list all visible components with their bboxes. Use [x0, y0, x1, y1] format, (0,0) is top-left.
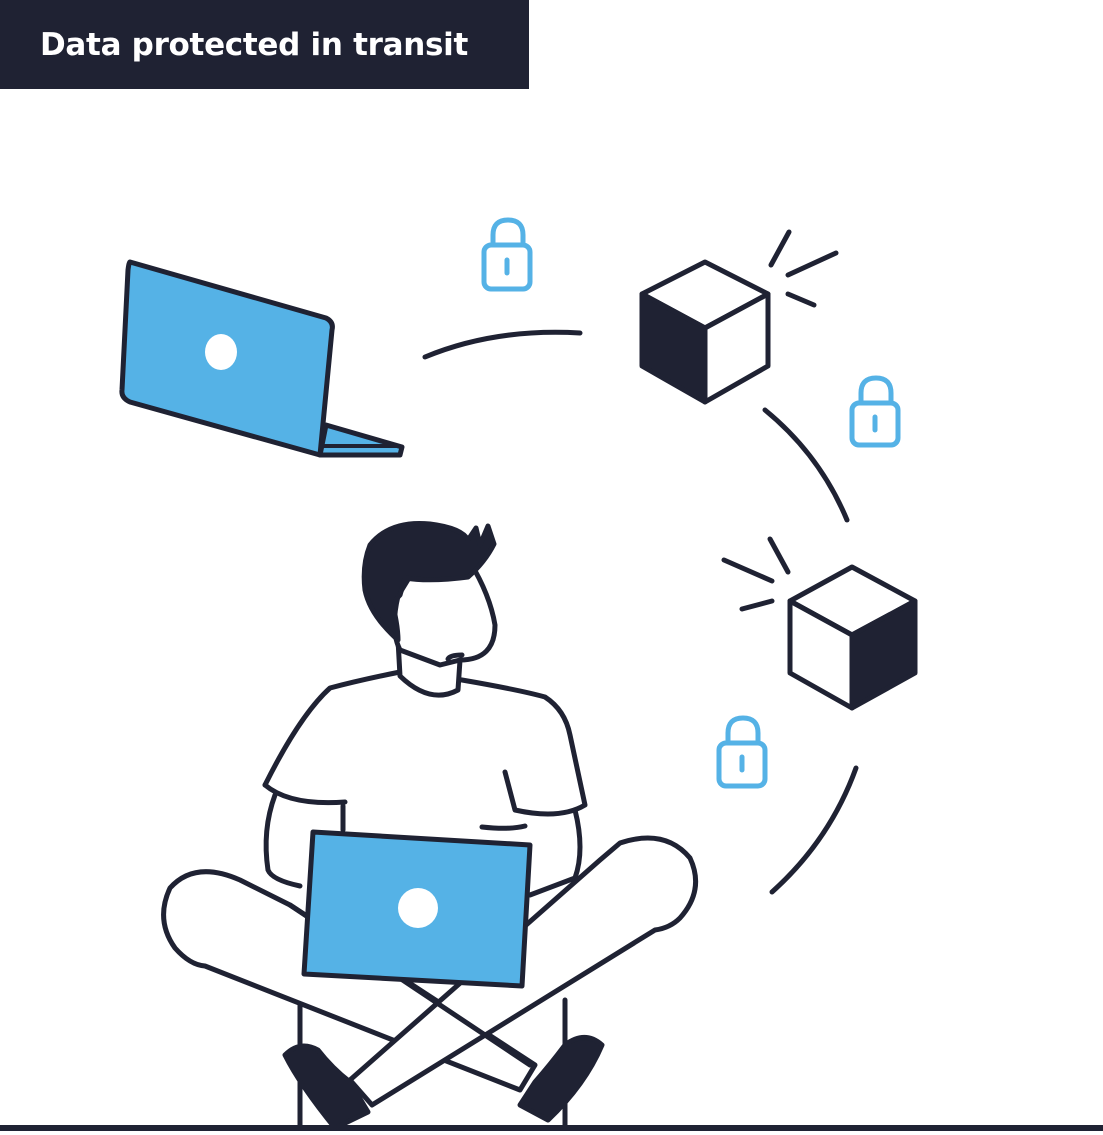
arc-cube-to-cube — [762, 407, 850, 523]
floating-laptop-icon — [119, 259, 405, 458]
lock-icon — [481, 217, 533, 292]
cube-icon — [639, 259, 771, 405]
person-with-laptop — [161, 520, 699, 1131]
lock-icon — [716, 715, 768, 789]
cube-icon — [787, 564, 918, 711]
title-banner: Data protected in transit — [0, 0, 529, 89]
spark-lines — [768, 229, 839, 308]
lock-icon — [849, 375, 901, 448]
page-title: Data protected in transit — [40, 26, 468, 63]
transit-arcs — [422, 329, 859, 895]
arc-cube-to-person — [769, 765, 859, 895]
spark-lines — [721, 536, 791, 612]
arc-laptop-to-cube — [422, 329, 583, 360]
